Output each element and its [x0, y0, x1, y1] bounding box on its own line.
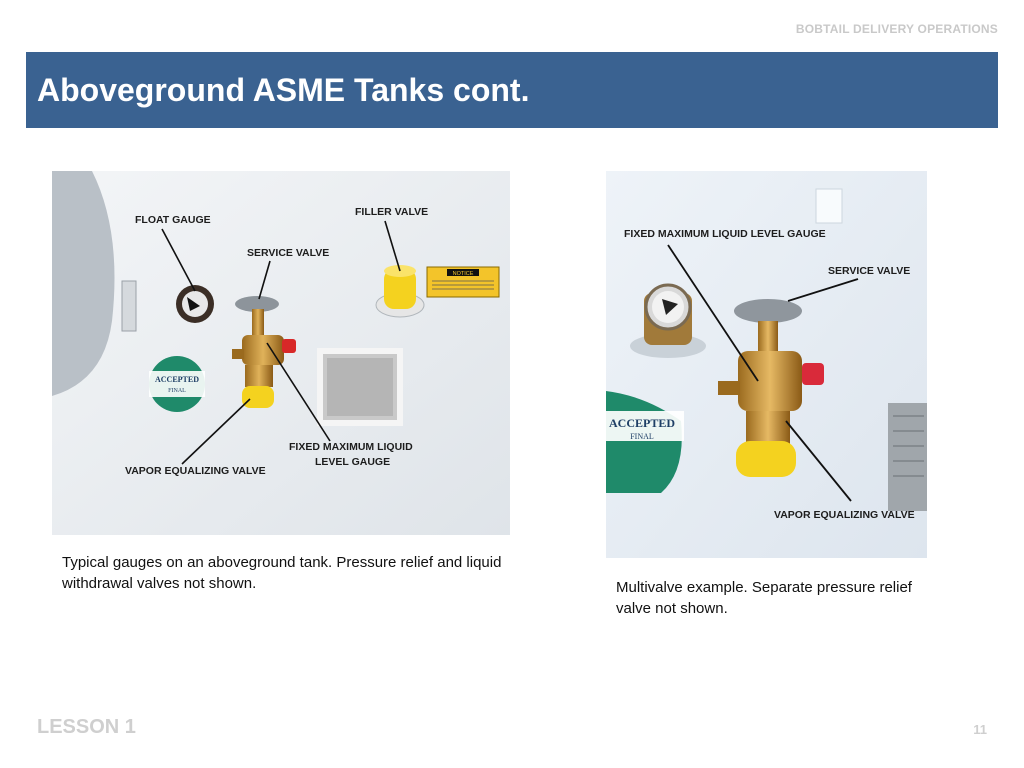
fixed-level-gauge-icon [630, 283, 706, 358]
svg-text:FINAL: FINAL [630, 432, 654, 441]
title-bar: Aboveground ASME Tanks cont. [26, 52, 998, 128]
header-tag: BOBTAIL DELIVERY OPERATIONS [795, 22, 998, 36]
float-gauge-icon [176, 285, 214, 323]
label-vapor-valve: VAPOR EQUALIZING VALVE [125, 465, 266, 477]
footer-lesson: LESSON 1 [37, 716, 136, 738]
svg-text:FINAL: FINAL [168, 388, 186, 394]
label-service-valve: SERVICE VALVE [247, 247, 329, 259]
service-valve-icon [232, 296, 296, 408]
label-filler-valve: FILLER VALVE [355, 206, 428, 218]
caption-right: Multivalve example. Separate pressure re… [616, 579, 912, 617]
label-fixed-level-2: LEVEL GAUGE [315, 456, 390, 468]
accepted-sticker: ACCEPTED FINAL [149, 356, 205, 412]
label-float-gauge: FLOAT GAUGE [135, 214, 211, 226]
tank-illustration-left: NOTICE ACCEPTED FINAL FLOAT GAUGE SERVIC… [52, 171, 510, 535]
footer-page-number: 11 [973, 722, 987, 737]
svg-text:ACCEPTED: ACCEPTED [609, 416, 675, 430]
label-service-valve: SERVICE VALVE [828, 265, 910, 277]
label-fixed-level-1: FIXED MAXIMUM LIQUID [289, 441, 413, 453]
tank-photo-left: NOTICE ACCEPTED FINAL FLOAT GAUGE SERVIC… [52, 171, 510, 535]
svg-text:ACCEPTED: ACCEPTED [155, 375, 199, 384]
tank-illustration-right: ACCEPTED FINAL FIXED MAXIMUM LIQUID LEVE… [606, 171, 927, 558]
label-vapor-valve: VAPOR EQUALIZING VALVE [774, 509, 915, 521]
label-fixed-level: FIXED MAXIMUM LIQUID LEVEL GAUGE [624, 228, 826, 240]
caption-left: Typical gauges on an aboveground tank. P… [62, 554, 502, 592]
slide-title: Aboveground ASME Tanks cont. [37, 72, 530, 108]
accepted-sticker: ACCEPTED FINAL [606, 391, 684, 493]
notice-sticker: NOTICE [426, 266, 500, 298]
service-valve-icon [718, 299, 824, 477]
tank-photo-right: ACCEPTED FINAL FIXED MAXIMUM LIQUID LEVE… [606, 171, 927, 558]
svg-text:NOTICE: NOTICE [453, 271, 474, 277]
